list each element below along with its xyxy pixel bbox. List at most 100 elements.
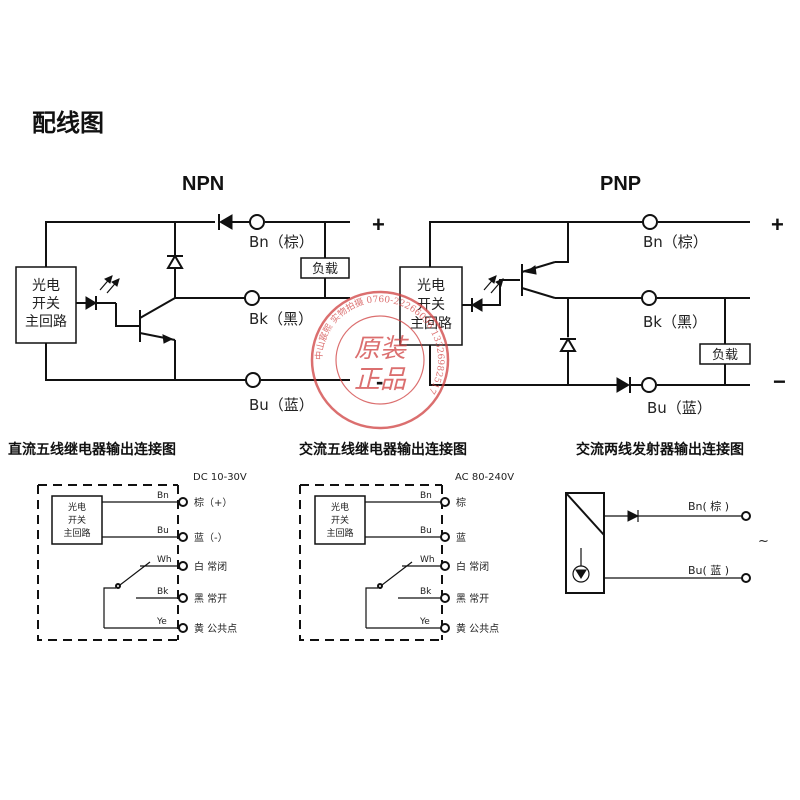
ac-two-wire-bn-terminal [741, 511, 751, 521]
svg-text:主回路: 主回路 [63, 527, 90, 539]
svg-text:Bk: Bk [157, 587, 169, 597]
pnp-load-box [699, 343, 751, 365]
svg-text:白 常闭: 白 常闭 [194, 560, 227, 573]
stamp-outer-ring [310, 290, 450, 430]
svg-text:棕（+）: 棕（+） [194, 496, 232, 509]
pnp-title: PNP [600, 173, 641, 195]
svg-text:Wh: Wh [420, 555, 435, 565]
svg-text:Bk: Bk [420, 587, 432, 597]
svg-text:白 常闭: 白 常闭 [456, 560, 489, 573]
ac-two-wire-emitter-box [565, 492, 605, 594]
svg-text:棕: 棕 [456, 496, 466, 509]
npn-diagram: NPN + - 光电 开关 主回路 [15, 173, 385, 414]
npn-block-line-3: 主回路 [25, 314, 67, 330]
ac-two-wire-bn-label: Bn( 棕 ) [688, 499, 729, 513]
pnp-led-icon [471, 298, 483, 312]
ac-relay-bn-terminal [440, 497, 450, 507]
svg-text:Bn: Bn [420, 491, 432, 501]
stamp-center-bottom: 正品 [354, 365, 407, 395]
pnp-emitter-arrow-icon [524, 265, 537, 275]
pnp-minus-sign: − [773, 369, 786, 394]
ac-two-wire-tilde: ~ [758, 534, 769, 549]
svg-text:Wh: Wh [157, 555, 172, 565]
pnp-main-circuit-block [399, 266, 463, 346]
pnp-bk-terminal [641, 290, 657, 306]
svg-text:蓝: 蓝 [456, 532, 466, 544]
ac-relay-ye-terminal [440, 623, 450, 633]
pnp-load-label: 负载 [712, 348, 738, 363]
npn-bk-label: Bk（黑） [249, 310, 313, 328]
dc-relay-bu-terminal [178, 532, 188, 542]
pnp-bottom-diode-icon [616, 377, 630, 393]
svg-text:Bn: Bn [157, 491, 169, 501]
stamp-center-top: 原装 [354, 334, 409, 364]
ac-two-wire-bu-label: Bu( 蓝 ) [688, 564, 729, 577]
dc-relay-voltage: DC 10-30V [193, 472, 247, 483]
npn-bn-label: Bn（棕） [249, 233, 314, 251]
svg-text:Bu: Bu [157, 526, 169, 536]
npn-collector-wire [174, 268, 245, 299]
ac-relay-bk-terminal [440, 593, 450, 603]
pnp-bottom-wire [429, 345, 617, 386]
svg-text:Bu: Bu [420, 526, 432, 536]
npn-emitter-arrow-icon [162, 334, 174, 344]
ac-two-wire-diode-icon [627, 510, 640, 522]
svg-text:开关: 开关 [68, 514, 86, 526]
dc-relay-bn-terminal [178, 497, 188, 507]
svg-text:黑 常开: 黑 常开 [194, 592, 227, 605]
ac-relay-main-block [314, 495, 366, 545]
svg-text:黄 公共点: 黄 公共点 [456, 622, 499, 635]
npn-bu-label: Bu（蓝） [249, 396, 314, 414]
svg-text:Ye: Ye [156, 617, 167, 627]
npn-top-wire-left [45, 221, 215, 267]
ac-two-wire-diagram: 交流两线发射器输出连接图 Bn( 棕 ) Bu( 蓝 ) ~ [565, 441, 769, 594]
dc-relay-main-block [51, 495, 103, 545]
svg-text:光电: 光电 [68, 501, 86, 513]
pnp-emitter-wire [555, 222, 569, 263]
dc-relay-ye-terminal [178, 623, 188, 633]
ac-relay-bu-terminal [440, 532, 450, 542]
npn-main-circuit-block [15, 266, 77, 344]
ac-relay-voltage: AC 80-240V [455, 472, 514, 483]
svg-text:开关: 开关 [331, 514, 349, 526]
npn-bottom-wire [45, 342, 246, 381]
page-title: 配线图 [32, 110, 104, 137]
npn-title: NPN [182, 173, 224, 195]
npn-bn-terminal [249, 214, 265, 230]
dc-relay-dashed-enclosure [37, 484, 178, 641]
npn-minus-sign: - [376, 369, 383, 394]
npn-protect-diode-icon [166, 254, 184, 269]
ac-relay-dashed-enclosure [299, 484, 442, 641]
pnp-bk-label: Bk（黑） [643, 313, 707, 331]
ac-two-wire-bu-terminal [741, 573, 751, 583]
dc-relay-bk-terminal [178, 593, 188, 603]
npn-bu-terminal [245, 372, 261, 388]
dc-relay-diagram: 直流五线继电器输出连接图 DC 10-30V 光电 开关 主回路 Bn Bu W… [8, 441, 247, 641]
svg-text:光电: 光电 [331, 501, 349, 513]
pnp-bn-label: Bn（棕） [643, 233, 708, 251]
pnp-bu-label: Bu（蓝） [647, 399, 712, 417]
svg-text:黄 公共点: 黄 公共点 [194, 622, 237, 635]
pnp-block-line-1: 光电 [417, 278, 445, 294]
svg-text:Ye: Ye [419, 617, 430, 627]
pnp-plus-sign: + [771, 212, 784, 237]
ac-two-wire-title: 交流两线发射器输出连接图 [576, 441, 744, 457]
pnp-bu-terminal [641, 377, 657, 393]
ac-relay-wh-terminal [440, 561, 450, 571]
pnp-bn-terminal [642, 214, 658, 230]
pnp-protect-diode-icon [559, 337, 577, 352]
npn-block-line-2: 开关 [32, 296, 60, 312]
pnp-top-wire [429, 221, 643, 267]
npn-load-box [300, 257, 350, 279]
pnp-diagram: PNP + − 光电 开关 主回路 [399, 173, 786, 417]
ac-relay-title: 交流五线继电器输出连接图 [299, 441, 467, 457]
npn-led-icon [85, 296, 97, 310]
dc-relay-title: 直流五线继电器输出连接图 [8, 441, 176, 457]
ac-relay-diagram: 交流五线继电器输出连接图 AC 80-240V 光电 开关 主回路 Bn Bu … [299, 441, 514, 641]
npn-load-label: 负载 [312, 262, 338, 277]
npn-block-line-1: 光电 [32, 278, 60, 294]
pnp-block-line-3: 主回路 [410, 316, 452, 332]
npn-plus-sign: + [372, 212, 385, 237]
npn-bk-terminal [244, 290, 260, 306]
